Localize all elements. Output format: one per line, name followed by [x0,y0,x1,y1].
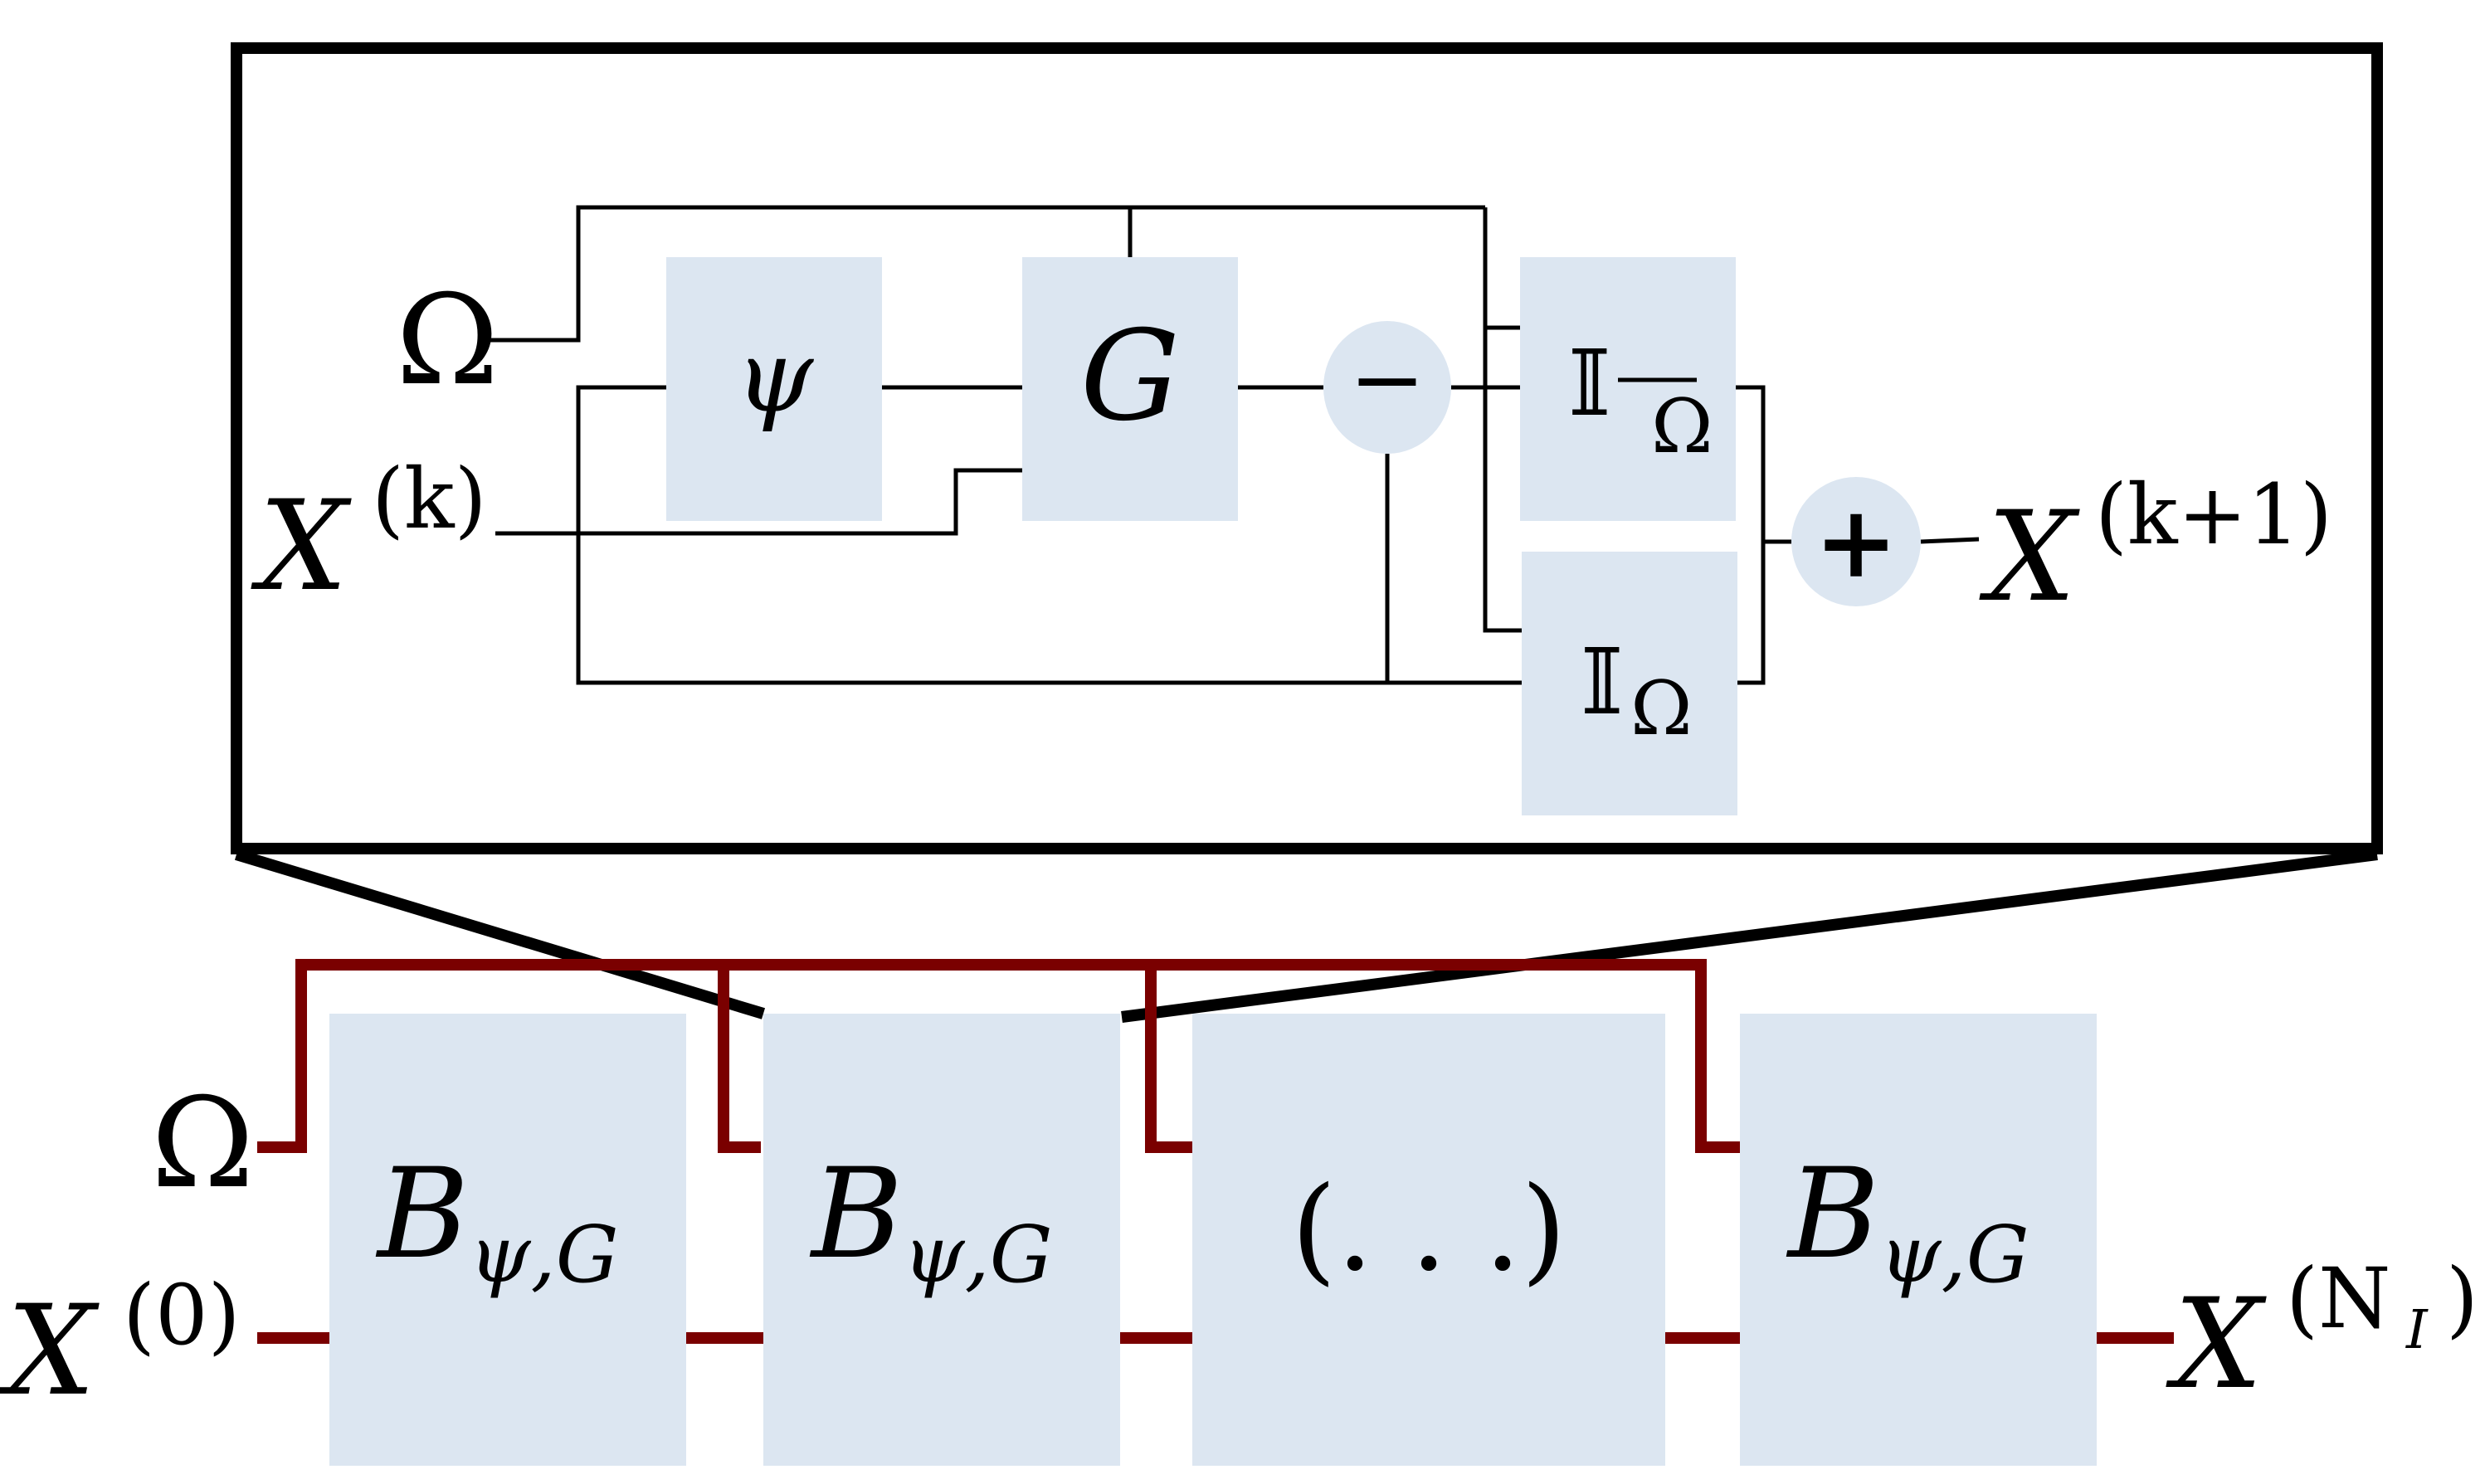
svg-text:B: B [809,1142,903,1287]
indicator-complement-label: 𝕀 Ω [1568,330,1713,470]
svg-text:X: X [251,474,352,619]
detail-omega-label: Ω [396,269,499,413]
psi-label: ψ [735,319,815,435]
svg-text:ψ,G: ψ,G [903,1209,1053,1301]
plus-label: + [1815,484,1898,601]
chain-block-2 [763,1014,1120,1466]
indicator-label: 𝕀 Ω [1581,629,1693,752]
svg-text:Ω: Ω [1630,665,1693,752]
svg-text:ψ,G: ψ,G [1879,1209,2029,1301]
svg-text:𝕀: 𝕀 [1568,330,1610,436]
svg-text:B: B [1786,1142,1879,1287]
chain-ellipsis-label: (. . .) [1291,1162,1567,1297]
psi-block [666,257,882,521]
minus-label: − [1349,326,1425,432]
svg-text:(N: (N [2286,1250,2391,1347]
g-label: G [1080,304,1180,449]
plus-node [1791,477,1921,606]
detail-x-output-label: X (k+1) [1979,466,2332,630]
svg-text:(k): (k) [372,450,487,547]
svg-text:(k+1): (k+1) [2095,466,2332,563]
indicator-block [1522,552,1737,815]
indicator-complement-block [1520,257,1736,521]
chain-block-4 [1740,1014,2097,1466]
detail-frame [231,42,2383,854]
detail-x-input-label: X (k) [251,450,487,619]
chain-block-2-label: B ψ,G [809,1142,1053,1301]
chain-block-ellipsis [1192,1014,1665,1466]
svg-text:Ω: Ω [1651,383,1713,470]
svg-text:(0): (0) [123,1267,241,1364]
svg-text:X: X [1979,485,2080,630]
g-block [1022,257,1238,521]
chain-block-1-label: B ψ,G [375,1142,619,1301]
detail-wires [485,205,1980,685]
chain-block-4-label: B ψ,G [1786,1142,2029,1301]
chain-block-1 [329,1014,686,1466]
chain-x-input-label: X (0) [0,1267,241,1423]
svg-text:B: B [375,1142,469,1287]
svg-text:X: X [0,1279,100,1423]
minus-node [1323,321,1451,454]
zoom-line-left [234,849,766,1019]
zoom-line-right [1121,849,2378,1023]
svg-text:𝕀: 𝕀 [1581,629,1623,735]
chain-omega-label: Ω [151,1072,254,1216]
chain-x-output-label: X (N I ) [2166,1250,2478,1417]
svg-text:X: X [2166,1272,2267,1417]
svg-text:ψ,G: ψ,G [469,1209,619,1301]
svg-text:): ) [2446,1250,2478,1347]
svg-text:I: I [2405,1299,2429,1361]
